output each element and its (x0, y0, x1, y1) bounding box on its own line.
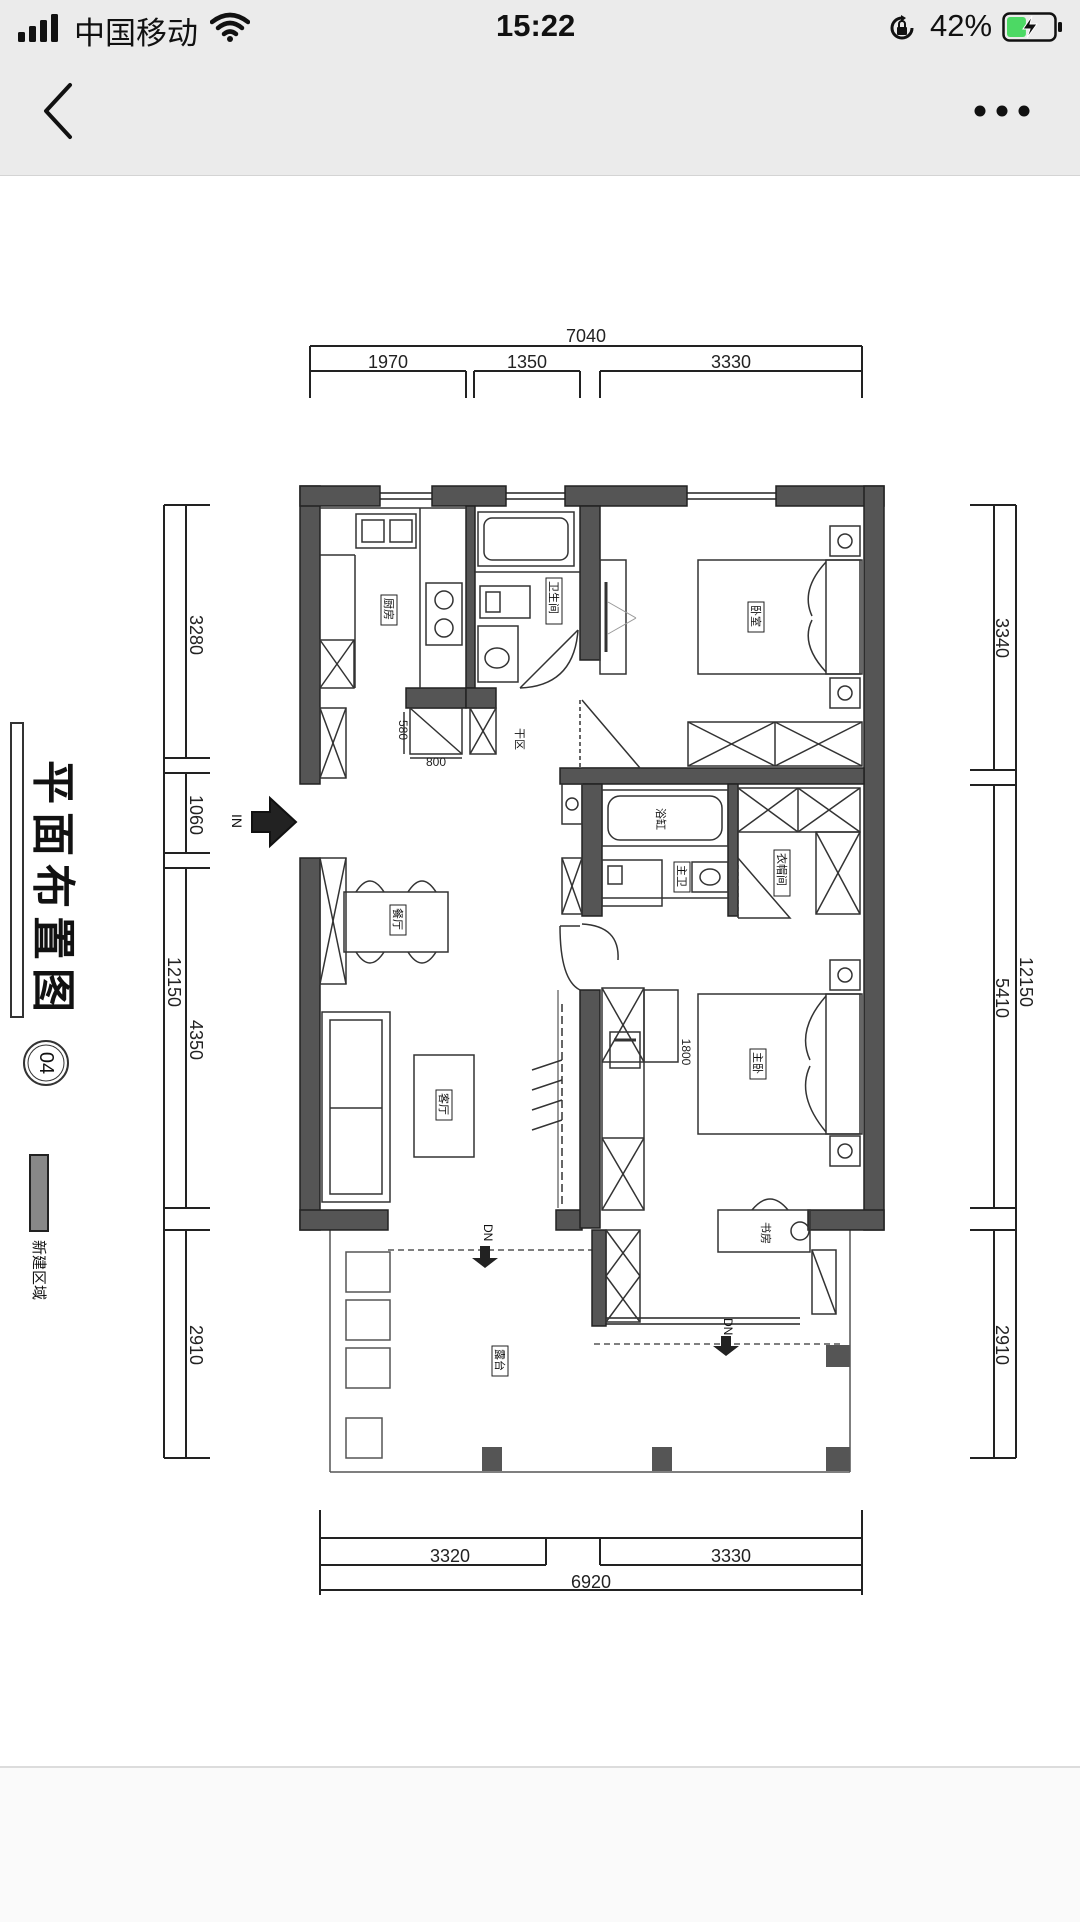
dim-left-2: 1060 (186, 795, 206, 835)
room-living: 客厅 (437, 1093, 451, 1115)
battery-percent: 42% (930, 8, 993, 43)
room-bathtub: 浴缸 (654, 808, 668, 830)
dim-bottom-1: 3320 (430, 1546, 470, 1566)
room-dining: 餐厅 (391, 908, 405, 930)
nav-bar (0, 55, 1080, 176)
down-arrow-icon-2 (713, 1336, 739, 1356)
down-arrow-icon (472, 1246, 498, 1268)
room-walk-in: 衣帽间 (775, 853, 789, 886)
dim-bottom-2: 3330 (711, 1546, 751, 1566)
down-label-1: DN (481, 1224, 495, 1241)
dim-left-4: 2910 (186, 1325, 206, 1365)
dim-left-total: 12150 (164, 957, 184, 1007)
carrier-name: 中国移动 (74, 16, 198, 51)
wifi-icon (210, 12, 250, 42)
entry-label: IN (229, 814, 245, 828)
dim-top-1: 1970 (368, 352, 408, 372)
dim-fridge-d: 580 (396, 720, 410, 740)
room-bedroom: 卧室 (749, 605, 763, 627)
signal-icon (18, 14, 58, 42)
dim-right-3: 2910 (992, 1325, 1012, 1365)
status-bar: 中国移动 15:22 42% (0, 0, 1080, 55)
page-number: 04 (35, 1052, 57, 1074)
room-bath: 卫生间 (547, 581, 561, 614)
back-chevron-icon[interactable] (38, 81, 78, 141)
room-kitchen: 厨房 (382, 598, 395, 620)
dim-left-1: 3280 (186, 615, 206, 655)
room-dry-area: 干区 (513, 728, 525, 750)
room-study: 书房 (759, 1222, 772, 1244)
dim-bed-w: 1800 (679, 1039, 693, 1066)
plan-title: 平面布置图 (28, 760, 77, 1020)
dim-fridge-w: 800 (426, 755, 446, 769)
dim-bottom-total: 6920 (571, 1572, 611, 1592)
title-bar (10, 722, 24, 1018)
floor-plan-image[interactable]: 7040 1970 1350 3330 3320 3330 6920 3280 … (0, 176, 1080, 1766)
battery-charging-icon (1002, 12, 1062, 42)
rotation-lock-icon (890, 15, 914, 40)
status-time: 15:22 (496, 8, 576, 43)
dim-top-2: 1350 (507, 352, 547, 372)
down-label-2: DN (721, 1318, 735, 1335)
dim-top-total: 7040 (566, 326, 606, 346)
dim-top-3: 3330 (711, 352, 751, 372)
bottom-area (0, 1766, 1080, 1922)
page-number-circle (23, 1040, 69, 1086)
dim-right-1: 3340 (992, 618, 1012, 658)
room-master-bath: 主卫 (675, 865, 688, 887)
legend-label: 新建区域 (30, 1240, 47, 1300)
more-dots-icon[interactable] (972, 101, 1032, 121)
entry-arrow-icon (251, 795, 298, 849)
dim-right-2: 5410 (992, 978, 1012, 1018)
room-balcony: 露台 (493, 1349, 507, 1371)
dim-left-3: 4350 (186, 1020, 206, 1060)
room-master-bed: 主卧 (751, 1052, 764, 1074)
dim-right-total: 12150 (1016, 957, 1036, 1007)
legend-swatch (29, 1154, 49, 1232)
